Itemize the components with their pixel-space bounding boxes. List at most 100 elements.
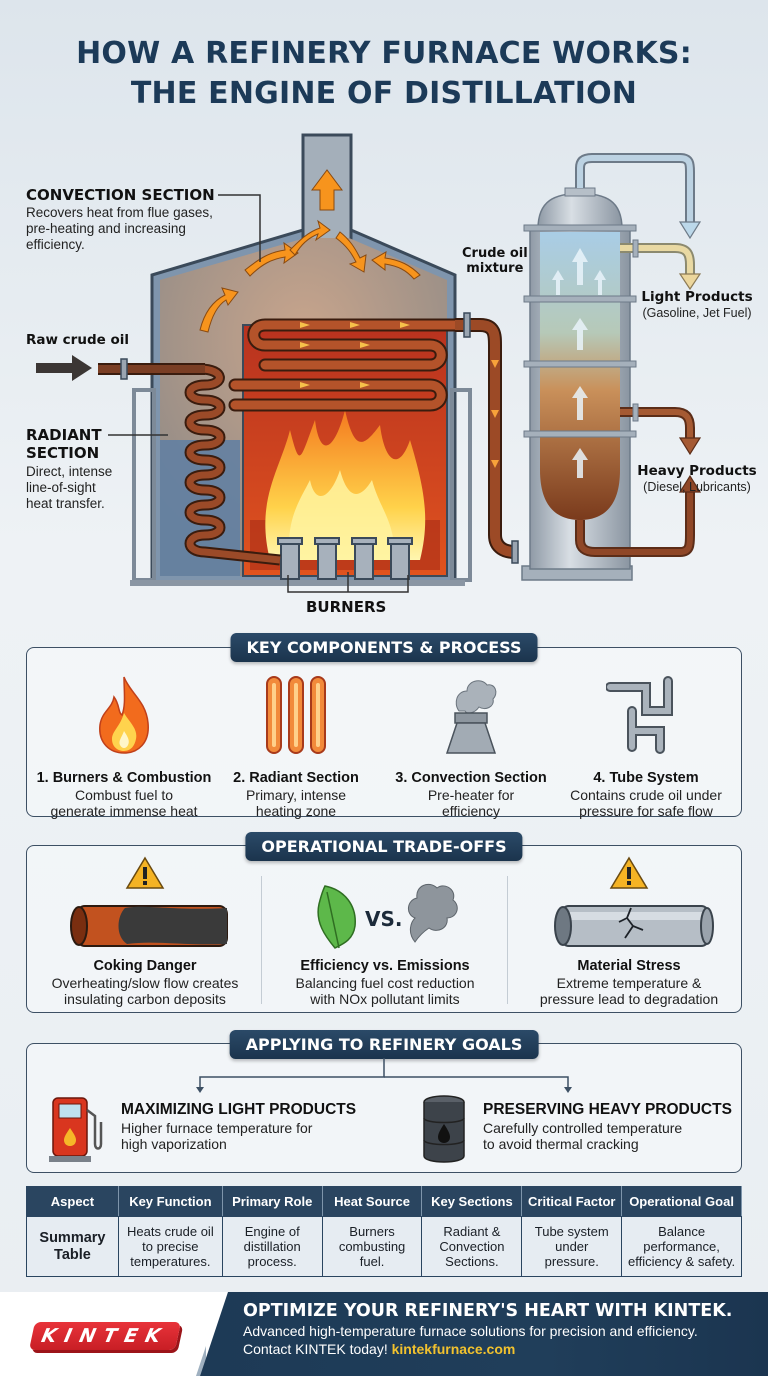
- table-row: Summary Table Heats crude oil to precise…: [26, 1216, 742, 1277]
- tradeoff-coking-desc-2: insulating carbon deposits: [64, 991, 226, 1007]
- table-cell-key-sections: Radiant & Convection Sections.: [421, 1216, 523, 1277]
- tradeoff-material-desc-2: pressure lead to degradation: [539, 991, 719, 1007]
- cell-line: Burners: [349, 1224, 395, 1239]
- goal-light-desc-2: high vaporization: [121, 1136, 227, 1152]
- tradeoff-coking-title: Coking Danger: [93, 958, 197, 974]
- goal-heavy-title: PRESERVING HEAVY PRODUCTS: [483, 1101, 732, 1118]
- convection-desc-3: efficiency.: [26, 237, 85, 252]
- heavy-products-label: Heavy Products (Diesel, Lubricants): [632, 463, 762, 495]
- cell-line: to precise: [142, 1239, 199, 1254]
- component-convection-desc-1: Pre-heater for: [427, 787, 515, 803]
- column-header: Aspect: [26, 1186, 119, 1217]
- heavy-products-title: Heavy Products: [637, 463, 757, 479]
- key-components-section: KEY COMPONENTS & PROCESS 1. Burners & Co…: [26, 633, 742, 819]
- crude-mixture-line-1: Crude oil: [462, 246, 528, 261]
- footer-banner: KINTEK OPTIMIZE YOUR REFINERY'S HEART WI…: [0, 1292, 768, 1376]
- cell-line: Tube system: [534, 1224, 609, 1239]
- goal-heavy-desc-2: to avoid thermal cracking: [483, 1136, 639, 1152]
- website-link[interactable]: kintekfurnace.com: [391, 1341, 516, 1357]
- footer-cta: OPTIMIZE YOUR REFINERY'S HEART WITH KINT…: [243, 1300, 732, 1358]
- crude-mixture-line-2: mixture: [466, 261, 524, 276]
- cell-line: temperatures.: [130, 1254, 211, 1269]
- summary-table: Aspect Key Function Primary Role Heat So…: [26, 1186, 742, 1277]
- heating-tubes-icon: [207, 660, 385, 770]
- coked-pipe-icon: [70, 856, 228, 947]
- key-components-header: KEY COMPONENTS & PROCESS: [230, 633, 538, 662]
- tradeoff-material-desc-1: Extreme temperature &: [556, 975, 702, 991]
- footer-cta-panel: [200, 1292, 768, 1376]
- component-convection-desc-2: efficiency: [441, 803, 501, 819]
- cta-contact-text: Contact KINTEK today!: [243, 1341, 392, 1357]
- oil-barrel-icon: [423, 1095, 465, 1163]
- component-radiant-desc-1: Primary, intense: [245, 787, 347, 803]
- table-cell-critical-factor: Tube system under pressure.: [521, 1216, 623, 1277]
- component-convection-title: 3. Convection Section: [395, 770, 547, 786]
- goal-light-desc-1: Higher furnace temperature for: [121, 1120, 313, 1136]
- divider: [261, 876, 262, 1004]
- row-header-line: Summary: [39, 1229, 106, 1246]
- tradeoff-efficiency-desc-2: with NOx pollutant limits: [310, 991, 460, 1007]
- convection-desc-2: pre-heating and increasing: [26, 221, 186, 236]
- tradeoffs-section: OPERATIONAL TRADE-OFFS Coking Danger Ove…: [26, 832, 742, 1013]
- logo-text: KINTEK: [39, 1325, 171, 1347]
- radiant-desc-3: heat transfer.: [26, 496, 105, 511]
- cell-line: pressure.: [544, 1254, 599, 1269]
- light-products-sub: (Gasoline, Jet Fuel): [642, 306, 752, 320]
- component-burners-desc-1: Combust fuel to: [74, 787, 174, 803]
- convection-heading: CONVECTION SECTION: [26, 186, 215, 204]
- cell-line: under: [555, 1239, 589, 1254]
- component-radiant-title: 2. Radiant Section: [233, 770, 359, 786]
- component-convection: 3. Convection Section Pre-heater for eff…: [382, 660, 560, 819]
- cracked-pipe-icon: [554, 856, 714, 947]
- component-tube-desc-1: Contains crude oil under: [570, 787, 722, 803]
- component-burners-desc-2: generate immense heat: [50, 803, 198, 819]
- cell-line: Heats crude oil: [127, 1224, 214, 1239]
- component-tube-system: 4. Tube System Contains crude oil under …: [557, 660, 735, 819]
- vs-label: VS.: [365, 907, 402, 931]
- goal-light-products: MAXIMIZING LIGHT PRODUCTS Higher furnace…: [47, 1094, 356, 1164]
- goal-heavy-products: PRESERVING HEAVY PRODUCTS Carefully cont…: [419, 1094, 732, 1166]
- cell-line: fuel.: [359, 1254, 385, 1269]
- cell-line: process.: [247, 1254, 297, 1269]
- crude-mixture-label: Crude oil mixture: [462, 246, 528, 276]
- cell-line: Sections.: [445, 1254, 499, 1269]
- tradeoff-efficiency-desc-1: Balancing fuel cost reduction: [295, 975, 475, 991]
- goals-connector: [196, 1058, 572, 1093]
- radiant-heading-2: SECTION: [26, 444, 100, 462]
- light-products-label: Light Products (Gasoline, Jet Fuel): [632, 289, 762, 321]
- column-header: Key Sections: [421, 1186, 523, 1217]
- component-radiant-desc-2: heating zone: [255, 803, 337, 819]
- furnace-diagram: CONVECTION SECTION Recovers heat from fl…: [0, 130, 768, 620]
- cell-line: combusting: [338, 1239, 406, 1254]
- kintek-logo[interactable]: KINTEK: [29, 1322, 181, 1350]
- row-header-line: Table: [54, 1246, 91, 1263]
- radiant-callout: RADIANT SECTION Direct, intense line-of-…: [26, 426, 112, 512]
- tradeoff-material-title: Material Stress: [577, 958, 681, 974]
- table-cell-primary-role: Engine of distillation process.: [221, 1216, 323, 1277]
- column-header: Critical Factor: [521, 1186, 623, 1217]
- leaf-vs-smoke-icon: VS.: [317, 883, 458, 949]
- cell-line: Convection: [439, 1239, 505, 1254]
- goals-section: APPLYING TO REFINERY GOALS MAXIMIZING LI…: [26, 1030, 742, 1173]
- pipes-icon: [557, 660, 735, 770]
- column-header: Heat Source: [321, 1186, 423, 1217]
- table-cell-operational-goal: Balance performance, efficiency & safety…: [621, 1216, 742, 1277]
- convection-desc-1: Recovers heat from flue gases,: [26, 205, 213, 220]
- component-tube-title: 4. Tube System: [593, 770, 699, 786]
- cta-headline: OPTIMIZE YOUR REFINERY'S HEART WITH KINT…: [243, 1301, 733, 1321]
- cta-line-2: Advanced high-temperature furnace soluti…: [243, 1323, 698, 1339]
- tradeoffs-header: OPERATIONAL TRADE-OFFS: [245, 832, 523, 861]
- cell-line: performance,: [643, 1239, 720, 1254]
- column-header: Key Function: [117, 1186, 223, 1217]
- cta-line-3: Contact KINTEK today! kintekfurnace.com: [243, 1340, 732, 1358]
- raw-crude-label: Raw crude oil: [26, 332, 129, 348]
- goal-light-title: MAXIMIZING LIGHT PRODUCTS: [121, 1101, 357, 1118]
- heavy-products-sub: (Diesel, Lubricants): [643, 480, 751, 494]
- column-header: Primary Role: [221, 1186, 323, 1217]
- table-cell-heat-source: Burners combusting fuel.: [321, 1216, 423, 1277]
- goal-heavy-desc-1: Carefully controlled temperature: [483, 1120, 683, 1136]
- furnace-illustration: [36, 133, 702, 593]
- table-cell-key-function: Heats crude oil to precise temperatures.: [117, 1216, 223, 1277]
- flame-icon: [35, 660, 213, 770]
- cell-line: Engine of: [244, 1224, 300, 1239]
